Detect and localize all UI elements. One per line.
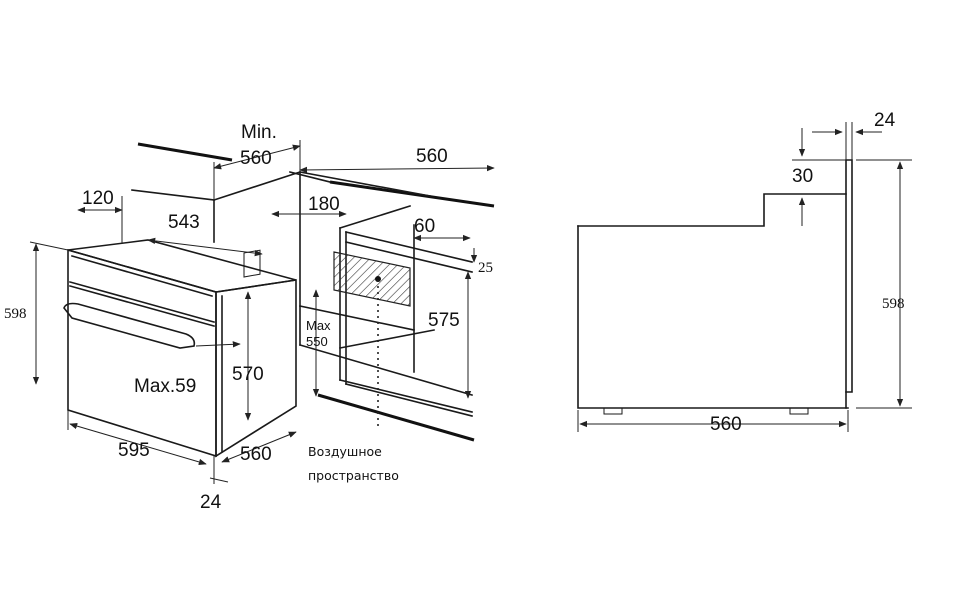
oven-profile xyxy=(577,159,853,415)
side-view: 24 30 598 560 xyxy=(577,110,912,435)
ventilation-hatch xyxy=(333,251,411,428)
label-595: 595 xyxy=(118,440,150,461)
dimension-lines-right xyxy=(577,122,912,432)
label-60: 60 xyxy=(414,216,435,237)
label-24: 24 xyxy=(200,492,222,513)
air-space-label-line2: пространство xyxy=(308,468,399,483)
label-right-598: 598 xyxy=(882,296,905,312)
label-180: 180 xyxy=(308,194,340,215)
labels-left: Min. 560 560 120 543 180 60 25 598 575 M… xyxy=(4,122,493,513)
label-max550-line1: Max xyxy=(306,318,331,333)
label-575: 575 xyxy=(428,310,460,331)
isometric-view: Min. 560 560 120 543 180 60 25 598 575 M… xyxy=(4,122,495,513)
label-right-24: 24 xyxy=(874,110,896,131)
air-space-label-line1: Воздушное xyxy=(308,444,382,459)
label-560-bottom: 560 xyxy=(240,444,272,465)
door-handle xyxy=(63,302,196,349)
label-right-560: 560 xyxy=(710,414,742,435)
label-543: 543 xyxy=(168,212,200,233)
label-560-cavity: 560 xyxy=(416,146,448,167)
label-560-top: 560 xyxy=(240,148,272,169)
label-598: 598 xyxy=(4,306,27,322)
labels-right: 24 30 598 560 xyxy=(710,110,905,435)
label-right-30: 30 xyxy=(792,166,813,187)
label-max59: Max.59 xyxy=(134,376,196,397)
label-570: 570 xyxy=(232,364,264,385)
label-max550-line2: 550 xyxy=(306,334,328,349)
label-25: 25 xyxy=(478,260,493,276)
dimension-lines-left xyxy=(29,140,495,484)
label-min: Min. xyxy=(241,122,277,143)
oven-body xyxy=(63,239,297,458)
label-120: 120 xyxy=(82,188,114,209)
cabinet-niche xyxy=(212,170,475,442)
